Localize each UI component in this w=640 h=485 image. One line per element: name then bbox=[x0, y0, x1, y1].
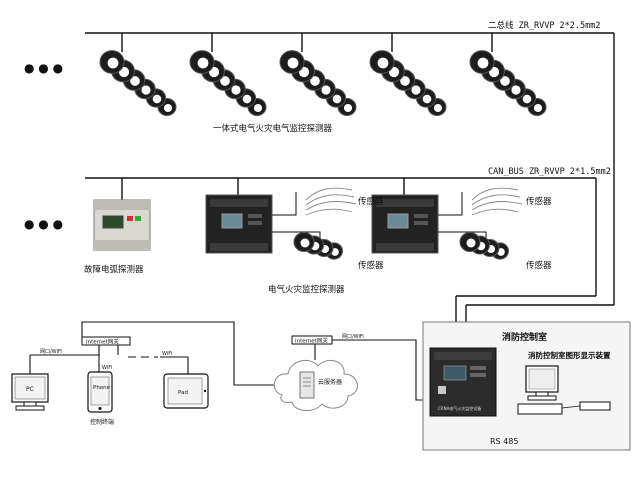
sensor-label-2: 传感器 bbox=[526, 196, 552, 207]
ct-ring-5-1 bbox=[469, 50, 495, 74]
sensor-label-3: 传感器 bbox=[358, 260, 384, 271]
graphic-display-device bbox=[517, 365, 611, 415]
temperature-sensors-2 bbox=[471, 187, 523, 216]
cloud-label: 云服务器 bbox=[318, 378, 342, 386]
gateway-right-label: Internet网关 bbox=[295, 337, 328, 345]
cloud-server: 云服务器 bbox=[273, 359, 358, 411]
control-room-label: 消防控制室 bbox=[502, 331, 547, 343]
pad-device: Pad bbox=[163, 373, 209, 409]
terminal-label: 控制终端 bbox=[90, 418, 114, 426]
monitoring-host-panel: CRNA电气火灾监控设备 bbox=[429, 347, 497, 417]
net-label-cloud: 网口/WiFi bbox=[342, 334, 364, 340]
rs485-label: RS 485 bbox=[490, 437, 518, 446]
internet-gateway-left: Internet网关 bbox=[81, 336, 131, 346]
monitor-detector-label: 电气火灾监控探测器 bbox=[268, 284, 345, 295]
bus-lines bbox=[85, 32, 615, 348]
temperature-sensors-1 bbox=[305, 187, 357, 216]
arc-detector-label: 故障电弧探测器 bbox=[84, 264, 144, 275]
integrated-detector-groups bbox=[99, 50, 547, 117]
pc-device: PC bbox=[11, 373, 49, 411]
host-panel-label: CRNA电气火灾监控设备 bbox=[438, 405, 481, 411]
phone-label: Phone bbox=[93, 385, 111, 391]
ct-ring-3-1 bbox=[279, 50, 305, 74]
net-label-phone: WiFi bbox=[102, 365, 112, 371]
bus-2-label: CAN_BUS ZR_RVVP 2*1.5mm2 bbox=[488, 167, 611, 177]
bus-1-label: 二总线 ZR_RVVP 2*2.5mm2 bbox=[488, 20, 601, 31]
fire-control-room: 消防控制室 CRNA电气火灾监控设备 消防控制室图形显示装置 RS 485 bbox=[422, 321, 631, 451]
small-ct-2-1 bbox=[459, 232, 481, 252]
arc-fault-detector bbox=[93, 199, 151, 251]
more-devices-indicator-1: ● ● ● bbox=[24, 61, 63, 75]
ct-ring-2-1 bbox=[189, 50, 215, 74]
current-transformer-sensors bbox=[293, 232, 509, 260]
electrical-fire-monitor-2 bbox=[371, 194, 439, 254]
sensor-label-4: 传感器 bbox=[526, 260, 552, 271]
electrical-fire-monitor-1 bbox=[205, 194, 273, 254]
ct-ring-4-1 bbox=[369, 50, 395, 74]
ct-ring-1-1 bbox=[99, 50, 125, 74]
integrated-detector-label: 一体式电气火灾电气监控探测器 bbox=[213, 123, 333, 134]
phone-device: Phone bbox=[87, 371, 113, 413]
small-ct-1-1 bbox=[293, 232, 315, 252]
net-label-pc: 网口/WiFi bbox=[40, 349, 62, 355]
sensor-label-1: 传感器 bbox=[358, 196, 384, 207]
pad-label: Pad bbox=[178, 390, 188, 396]
more-devices-indicator-2: ● ● ● bbox=[24, 217, 63, 231]
display-label: 消防控制室图形显示装置 bbox=[528, 350, 611, 360]
gateway-left-label: Internet网关 bbox=[86, 338, 119, 346]
net-label-pad: WiFi bbox=[162, 351, 172, 357]
pc-label: PC bbox=[26, 386, 34, 393]
internet-gateway-right: Internet网关 bbox=[291, 335, 333, 345]
